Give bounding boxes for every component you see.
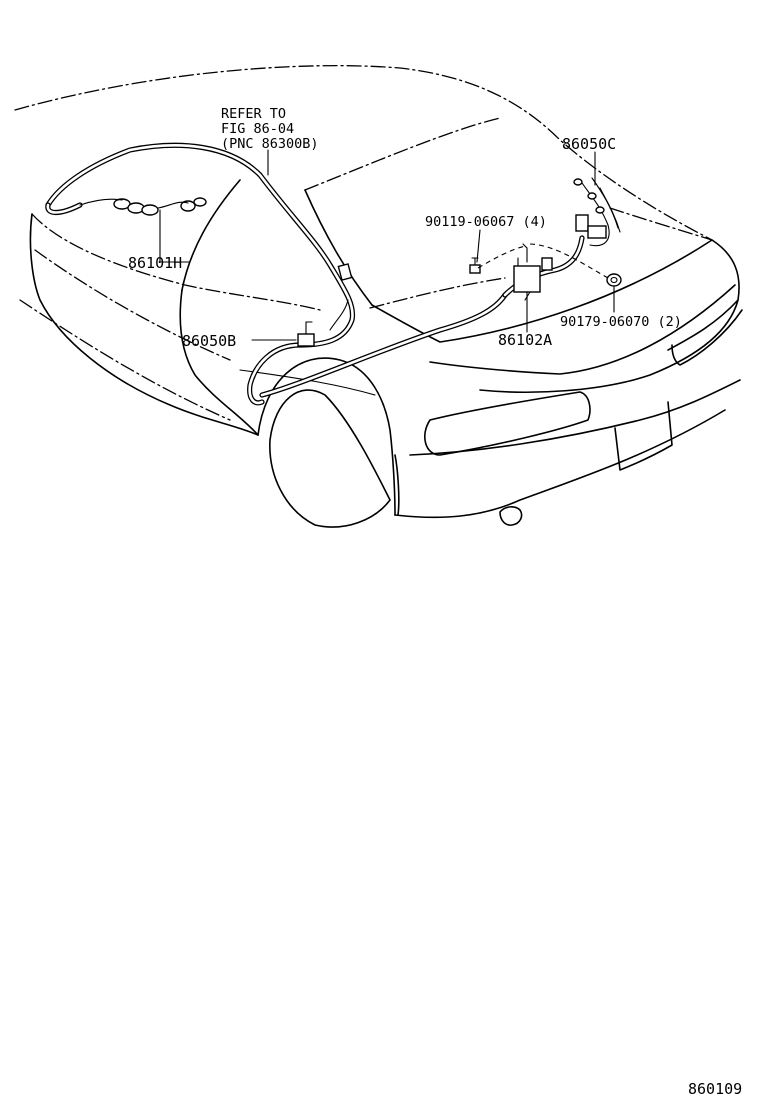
label-86050C: 86050C	[562, 135, 616, 153]
connector-86050C	[573, 177, 621, 247]
antenna-wire-loop	[45, 142, 356, 406]
tail-lamp	[424, 391, 591, 456]
rear-glass-antenna-harness	[45, 142, 622, 406]
connector-86050B	[297, 263, 353, 347]
left-body	[29, 213, 259, 436]
rear-window-upper-line	[304, 117, 501, 191]
roof-line	[14, 64, 713, 241]
rear-glass-side-line	[609, 207, 713, 241]
leader-86101H	[159, 209, 191, 263]
wire-clip-group	[79, 197, 207, 216]
c-pillar-front	[181, 179, 241, 291]
trunk-edge	[429, 284, 736, 375]
figure-number: 860109	[688, 1080, 742, 1098]
spoiler-lip-2	[671, 309, 743, 366]
car-body-outline	[14, 64, 743, 528]
trunk-lid	[371, 239, 740, 393]
quarter-panel	[179, 289, 259, 436]
label-86050B: 86050B	[182, 332, 236, 350]
bolt-guide-line	[477, 243, 609, 279]
wheel-arch	[257, 357, 396, 516]
rear-glass-lower-line	[369, 277, 506, 309]
spoiler-lip	[667, 299, 739, 351]
labels: REFER TO FIG 86-04 (PNC 86300B) 86050C 9…	[128, 106, 742, 1098]
label-90119: 90119-06067 (4)	[425, 214, 547, 230]
rocker-line	[34, 249, 231, 361]
side-window-line	[31, 213, 321, 311]
leader-90119	[476, 229, 481, 263]
rear-wheel	[269, 389, 391, 528]
bumper-corner	[394, 454, 400, 516]
bumper-lower	[394, 409, 726, 519]
label-90179: 90179-06070 (2)	[560, 314, 682, 330]
callout-leaders	[159, 149, 615, 341]
label-86101H: 86101H	[128, 254, 182, 272]
nut-90179	[606, 273, 622, 287]
rear-bumper	[409, 379, 741, 456]
refer-note-line1: REFER TO	[221, 106, 286, 122]
license-recess	[614, 401, 673, 471]
exhaust-pipe	[499, 506, 523, 526]
refer-note-line3: (PNC 86300B)	[221, 136, 319, 152]
refer-note-line2: FIG 86-04	[221, 121, 294, 137]
bolt-90119	[469, 257, 481, 274]
body-side-line	[19, 299, 231, 421]
c-pillar-rear	[304, 189, 373, 306]
label-86102A: 86102A	[498, 331, 552, 349]
body-crease	[239, 369, 376, 396]
